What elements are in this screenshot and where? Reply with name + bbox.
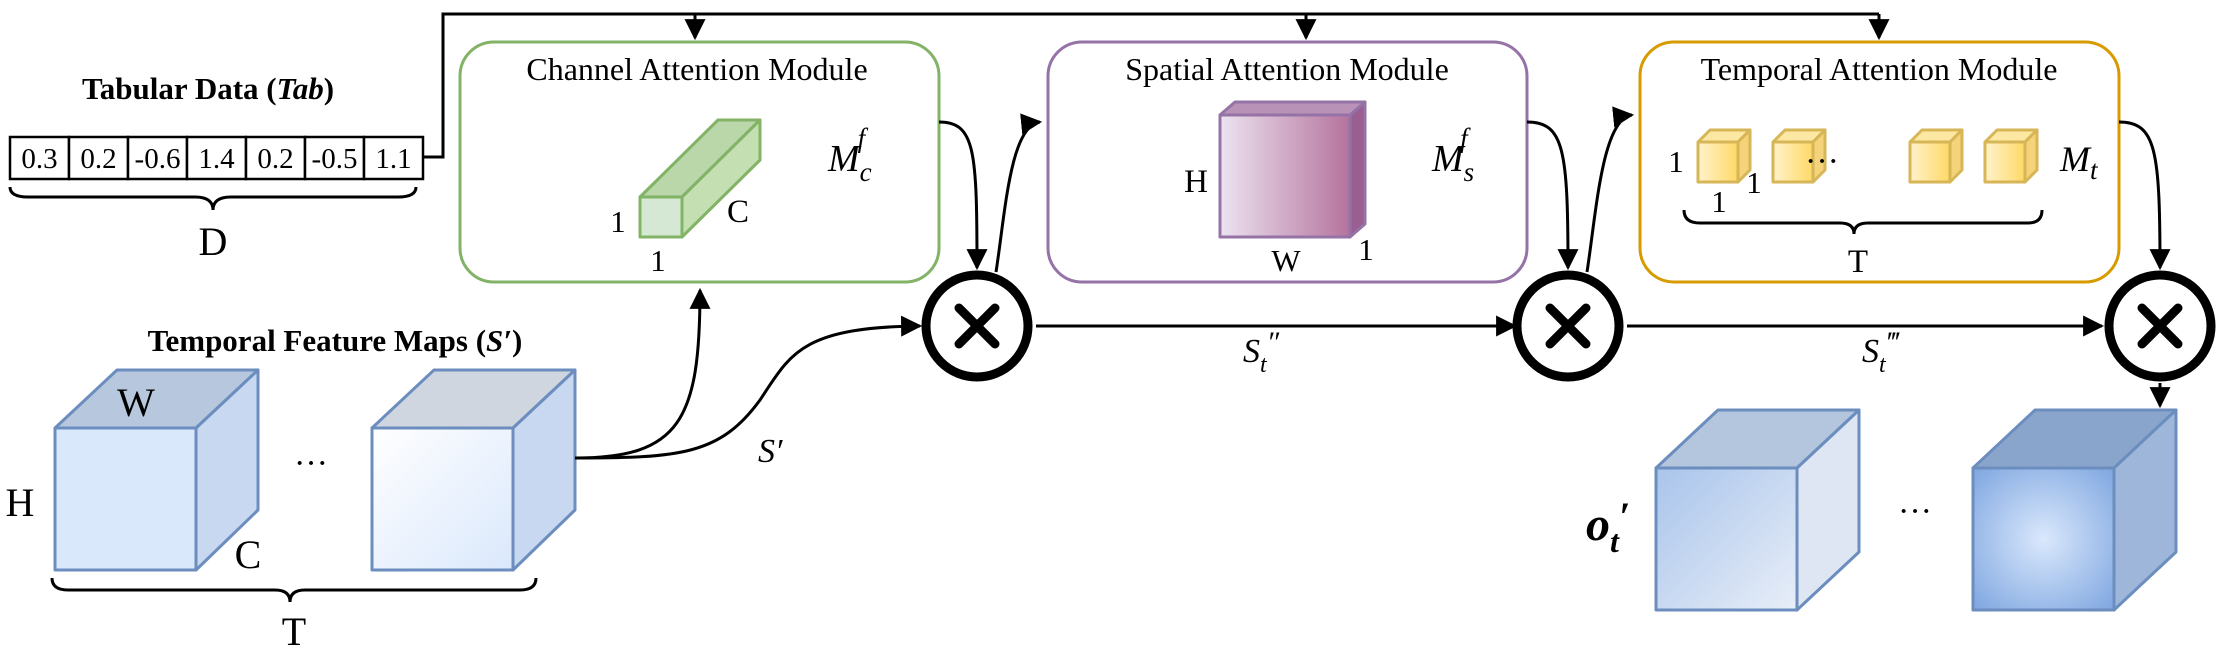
output-cube-last [1971, 408, 2178, 612]
channel-attention-module: Channel Attention Module 1 1 C Mcf [458, 40, 941, 284]
output-ellipsis: ··· [1898, 493, 1932, 530]
s-triple-prime-label: St‴ [1862, 326, 1901, 378]
temporal-ellipsis: ··· [1805, 143, 1839, 180]
output-label: ot′ [1586, 494, 1630, 559]
feature-map-cube-first [53, 368, 260, 572]
spatial-map-height-label: H [1184, 164, 1208, 200]
multiply-operators [921, 270, 2216, 382]
feature-map-channel-label: C [235, 532, 262, 577]
tabular-values-row: 0.3 0.2 -0.6 1.4 0.2 -0.5 1.1 [8, 135, 425, 181]
tabular-cell [185, 135, 248, 181]
input-arrow-label: S′ [758, 433, 783, 470]
temporal-weight-cube [1983, 128, 2039, 184]
tabular-brace [8, 186, 418, 211]
temporal-weight-cubes [1696, 128, 2039, 184]
output-maps: ot′ ··· [1586, 408, 2178, 612]
temporal-cube-depth-label: 1 [1746, 165, 1762, 200]
temporal-cube-height-label: 1 [1668, 144, 1684, 179]
spatial-map-depth-label: 1 [1358, 232, 1374, 267]
multiply-operator [921, 270, 1033, 382]
feature-maps-dim-label: T [282, 609, 306, 654]
tabular-cell-value: -0.6 [135, 143, 181, 175]
channel-output-label: Mcf [827, 123, 872, 187]
s-double-prime-label: St″ [1243, 326, 1280, 378]
tabular-title: Tabular Data (Tab) [82, 71, 334, 106]
temporal-weight-cube [1908, 128, 1964, 184]
feature-map-cube-last [370, 368, 577, 572]
channel-module-title: Channel Attention Module [526, 51, 867, 87]
temporal-cube-width-label: 1 [1711, 184, 1727, 219]
spatial-output-label: Msf [1431, 123, 1474, 187]
spatial-module-title: Spatial Attention Module [1125, 51, 1449, 87]
tabular-cell [303, 135, 366, 181]
temporal-dim-label: T [1848, 244, 1868, 280]
tabular-cell [126, 135, 189, 181]
temporal-brace [1682, 209, 2044, 235]
spatial-attention-map [1218, 100, 1367, 239]
output-cube-first [1654, 408, 1861, 612]
feature-maps-brace [50, 577, 538, 603]
temporal-weight-cube [1771, 128, 1827, 184]
tabular-cell-value: 0.3 [21, 143, 57, 175]
tabular-cell-value: 1.1 [375, 143, 411, 175]
tabular-cell [362, 135, 425, 181]
multiply-operator [2104, 270, 2216, 382]
feature-map-width-label: W [117, 380, 155, 425]
tabular-cell-value: 1.4 [198, 143, 235, 175]
feature-maps-ellipsis: ··· [294, 445, 328, 482]
tabular-cell [8, 135, 71, 181]
tabular-cell-value: 0.2 [257, 143, 293, 175]
tabular-data: Tabular Data (Tab) 0.3 0.2 -0.6 1.4 0.2 -0.5 1… [8, 71, 425, 264]
channel-bar-width-label: 1 [650, 243, 666, 278]
tabular-cell [67, 135, 130, 181]
spatial-attention-module: Spatial Attention Module H W 1 Msf [1046, 40, 1529, 284]
multiply-operator [1512, 270, 1624, 382]
feature-map-height-label: H [6, 480, 35, 525]
temporal-weight-cube [1696, 128, 1752, 184]
channel-bar-depth-label: C [727, 194, 749, 230]
temporal-output-label: Mt [2059, 139, 2099, 185]
channel-attention-bar [638, 118, 762, 239]
temporal-attention-module: Temporal Attention Module 1 1 1 ··· T Mt [1638, 40, 2121, 284]
channel-bar-height-label: 1 [610, 204, 626, 239]
temporal-module-title: Temporal Attention Module [1701, 51, 2058, 87]
tabular-cell-value: 0.2 [80, 143, 116, 175]
flow-connectors [574, 106, 2171, 460]
tabular-cell-value: -0.5 [312, 143, 358, 175]
tabular-dim-label: D [199, 219, 228, 264]
tabular-broadcast-lines [424, 12, 1890, 159]
temporal-feature-maps: Temporal Feature Maps (S′) W H C ··· T [6, 323, 577, 654]
spatial-map-width-label: W [1271, 243, 1301, 278]
feature-maps-title: Temporal Feature Maps (S′) [148, 323, 523, 358]
